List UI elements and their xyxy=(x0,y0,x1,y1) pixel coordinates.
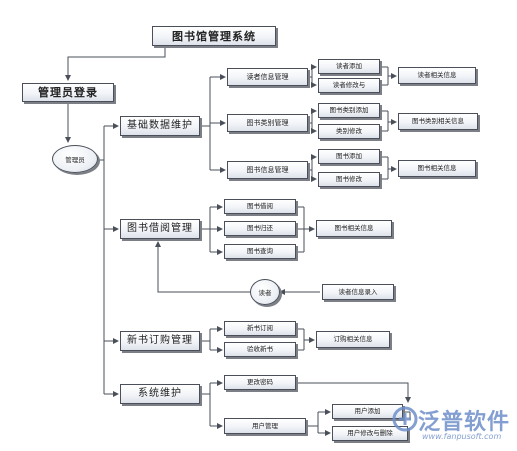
module-order: 新书订购管理 xyxy=(120,331,200,351)
borrow-info-box: 图书相关信息 xyxy=(316,220,392,237)
category-edit-box: 类别修改 xyxy=(318,124,380,139)
book-add-box: 图书添加 xyxy=(318,149,380,164)
category-mgmt-box: 图书类别管理 xyxy=(227,114,308,132)
reader-mgmt-box: 读者信息管理 xyxy=(227,68,308,86)
watermark: 泛普软件 www.fanpusoft.com xyxy=(392,402,514,448)
category-add-box: 图书类别添加 xyxy=(318,103,380,118)
watermark-url: www.fanpusoft.com xyxy=(422,432,502,441)
reader-edit-box: 读者修改与 xyxy=(318,78,380,93)
user-edit-delete-box: 用户修改与删除 xyxy=(332,426,408,441)
user-mgmt-box: 用户管理 xyxy=(224,418,306,434)
query-box: 图书查询 xyxy=(224,244,296,259)
book-info-box: 图书相关信息 xyxy=(398,160,476,177)
user-add-box: 用户添加 xyxy=(332,404,403,419)
category-info-box: 图书类别相关信息 xyxy=(398,113,478,130)
module-basic-data: 基础数据维护 xyxy=(120,116,200,136)
admin-login-box: 管理员登录 xyxy=(22,83,114,102)
reader-ellipse: 读者 xyxy=(250,279,280,305)
admin-ellipse: 管理员 xyxy=(52,145,98,173)
accept-new-book-box: 验收新书 xyxy=(224,342,296,357)
borrow-box: 图书借阅 xyxy=(224,199,296,214)
reader-info-box: 读者相关信息 xyxy=(398,67,476,84)
return-box: 图书归还 xyxy=(224,221,296,236)
reader-add-box: 读者添加 xyxy=(318,59,380,74)
new-book-order-box: 新书订阅 xyxy=(224,321,296,336)
module-system: 系统维护 xyxy=(120,384,200,404)
reader-entry-box: 读者信息录入 xyxy=(322,284,394,300)
book-mgmt-box: 图书信息管理 xyxy=(227,161,308,179)
brand-logo-icon xyxy=(392,406,418,432)
book-edit-box: 图书修改 xyxy=(318,172,380,187)
system-title-box: 图书馆管理系统 xyxy=(152,26,276,46)
watermark-brand: 泛普软件 xyxy=(418,410,511,435)
change-password-box: 更改密码 xyxy=(224,375,296,390)
order-info-box: 订购相关信息 xyxy=(316,331,390,348)
module-borrow: 图书借阅管理 xyxy=(120,219,200,239)
